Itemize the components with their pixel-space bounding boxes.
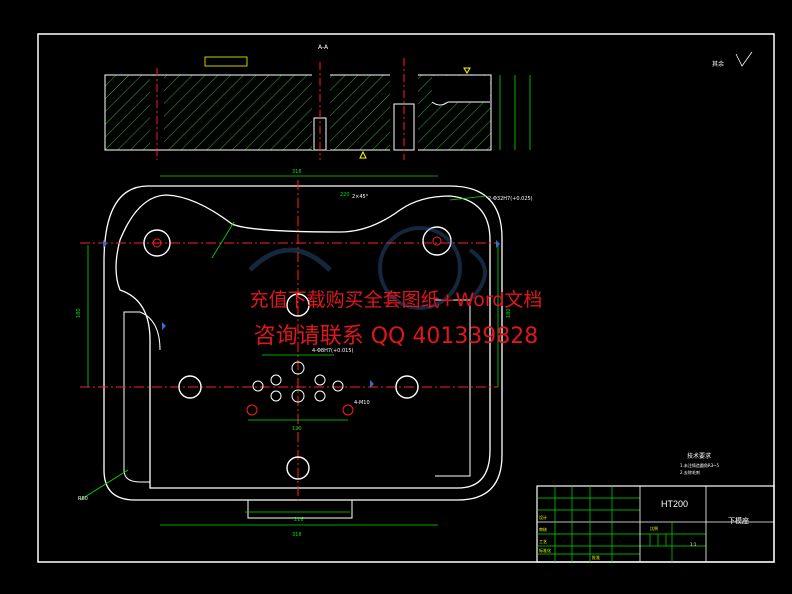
title-label-design: 设计 [539,514,547,520]
dim-right-height: 180 [506,308,512,318]
material-label: HT200 [661,499,688,509]
dim-left-height: 180 [76,308,82,318]
title-block [536,485,775,563]
title-label-standard: 标准化 [539,547,551,553]
watermark-line-1: 充值下载购买全套图纸+Word文档 [249,289,543,311]
note-holes-top: 2-Φ32H7(+0.025) [488,196,533,202]
dim-top-inner: 220 [340,192,350,198]
title-label-process: 工艺 [539,539,547,544]
title-label-review: 审核 [539,526,547,532]
roughness-symbol-icon [735,51,753,67]
tech-req-line-1: 1.未注铸造圆角R3~5 [680,462,719,468]
title-scale-value: 1:1 [690,542,697,547]
dim-bottom-overall: 318 [292,532,302,538]
note-radius: R60 [78,496,88,502]
note-center-holes: 4-Φ8H7(+0.015) [312,348,353,354]
dim-top-overall: 318 [292,169,302,175]
title-scale-label: 比例 [650,525,658,531]
part-name: 下模座 [728,516,749,525]
dim-bottom-inner: 216 [294,517,304,523]
section-view [104,56,531,160]
tech-req-line-2: 2.去除毛刺 [680,469,700,475]
note-guide: 2×45° [352,194,369,200]
watermark-line-2: 咨询请联系 QQ 401339828 [253,324,539,349]
title-label-approve: 批准 [592,554,600,560]
tech-req-title: 技术要求 [687,452,711,460]
roughness-note: 其余 [712,60,724,68]
note-small-holes: 4-M10 [354,400,370,406]
watermark-logo-icon [248,226,487,310]
section-title: A-A [318,44,329,51]
plan-view [79,175,503,526]
dim-center-width: 120 [292,426,302,432]
drawing-border [37,33,775,563]
